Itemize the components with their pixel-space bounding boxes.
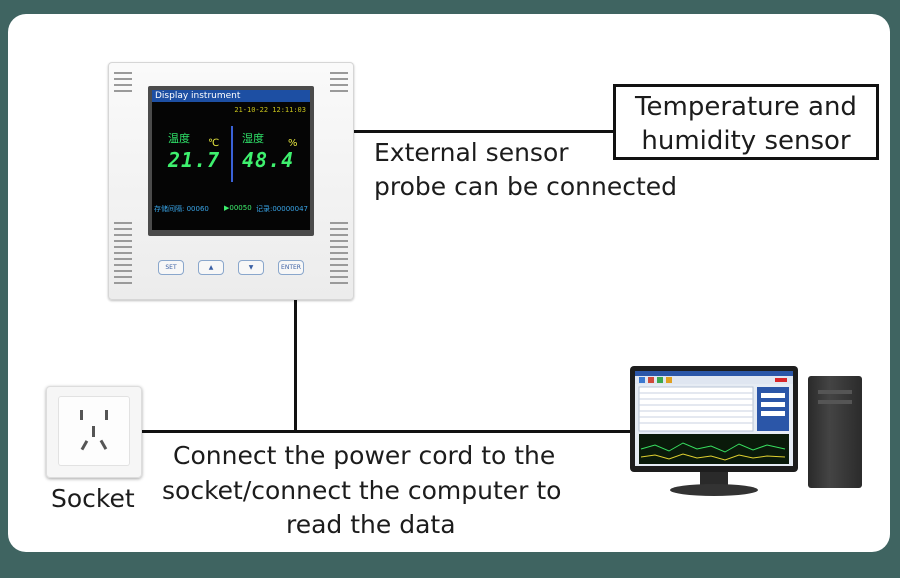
- set-button[interactable]: SET: [158, 260, 184, 275]
- temperature-label: 温度: [168, 132, 190, 145]
- enter-button[interactable]: ENTER: [278, 260, 304, 275]
- lcd-title: Display instrument: [152, 90, 310, 102]
- device-screen-bezel: Display instrument 21-10-22 12:11:03 温度 …: [148, 86, 314, 236]
- play-counter: ▶00050: [224, 204, 252, 212]
- humidity-value: 48.4: [242, 148, 295, 172]
- sensor-box-line-1: Temperature and: [635, 92, 857, 122]
- computer-tower: [808, 376, 862, 488]
- up-button[interactable]: ▲: [198, 260, 224, 275]
- vent-bottom-right: [330, 222, 348, 288]
- wall-socket: [46, 386, 142, 478]
- socket-faceplate: [58, 396, 130, 466]
- vent-top-left: [114, 72, 132, 96]
- software-screenshot-icon: [635, 371, 793, 464]
- device-vertical-line: [294, 300, 297, 433]
- down-button[interactable]: ▼: [238, 260, 264, 275]
- vent-bottom-left: [114, 222, 132, 288]
- power-data-line: [142, 430, 632, 433]
- lcd-display: Display instrument 21-10-22 12:11:03 温度 …: [152, 90, 310, 230]
- monitor-screen: [635, 371, 793, 466]
- tower-drive-bay-2: [818, 400, 852, 404]
- diagram-card: Display instrument 21-10-22 12:11:03 温度 …: [8, 14, 890, 552]
- sensor-caption-line-1: External sensor: [374, 138, 569, 167]
- temperature-value: 21.7: [168, 148, 221, 172]
- temperature-humidity-sensor-box: Temperature and humidity sensor: [613, 84, 879, 160]
- tower-drive-bay: [818, 390, 852, 394]
- lcd-datetime: 21-10-22 12:11:03: [234, 106, 306, 114]
- socket-outlet-icon: [80, 410, 108, 451]
- connection-caption-line-1: Connect the power cord to the: [173, 441, 556, 470]
- humidity-unit: %: [288, 138, 298, 149]
- record-counter: 记录:00000047: [256, 205, 308, 213]
- monitor-base: [670, 484, 758, 496]
- humidity-label: 湿度: [242, 132, 264, 145]
- vent-top-right: [330, 72, 348, 96]
- storage-interval: 存储间隔: 00060: [154, 205, 209, 213]
- temperature-unit: ℃: [208, 138, 220, 149]
- sensor-caption-line-2: probe can be connected: [374, 172, 678, 201]
- sensor-box-line-2: humidity sensor: [641, 126, 851, 156]
- monitor-stand: [700, 472, 728, 486]
- connection-caption-line-3: read the data: [286, 510, 456, 539]
- socket-label: Socket: [51, 484, 135, 513]
- display-instrument: Display instrument 21-10-22 12:11:03 温度 …: [108, 62, 354, 300]
- computer-monitor: [630, 366, 798, 472]
- connection-caption-line-2: socket/connect the computer to: [162, 476, 562, 505]
- sensor-connector-line: [354, 130, 614, 133]
- lcd-divider: [231, 126, 233, 182]
